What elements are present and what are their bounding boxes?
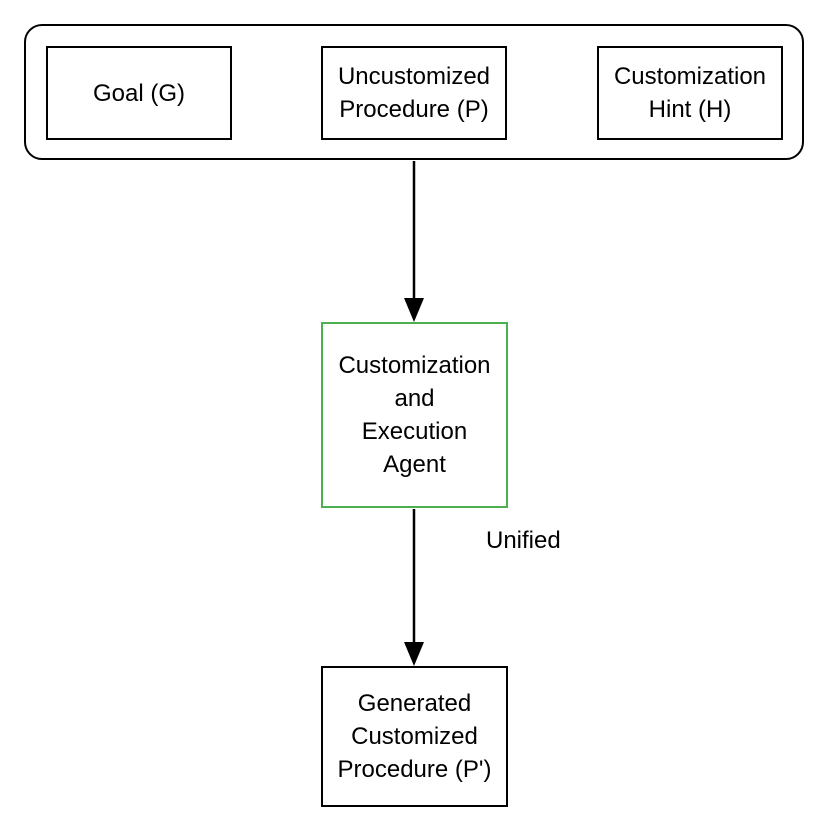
arrow-agent-to-output: [404, 509, 424, 666]
uncustomized-procedure-node: Uncustomized Procedure (P): [321, 46, 507, 140]
customization-execution-agent-node: Customization and Execution Agent: [321, 322, 508, 508]
arrow-inputs-to-agent: [404, 161, 424, 322]
goal-node: Goal (G): [46, 46, 232, 140]
customization-hint-node: Customization Hint (H): [597, 46, 783, 140]
input-group-container: [24, 24, 804, 160]
generated-customized-procedure-node: Generated Customized Procedure (P'): [321, 666, 508, 807]
unified-edge-label: Unified: [486, 527, 561, 554]
